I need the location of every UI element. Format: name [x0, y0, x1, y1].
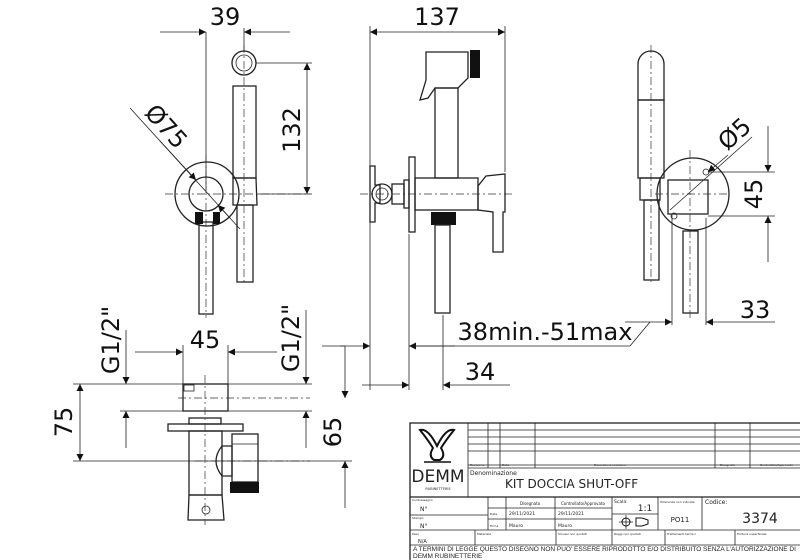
- code-label: Codice:: [705, 499, 727, 506]
- dim-33: 33: [740, 296, 771, 324]
- checked-date: 29/11/2021: [558, 511, 584, 517]
- thread-left: G1/2": [97, 306, 125, 374]
- dim-132: 132: [278, 107, 306, 153]
- finish-label: Finitura superficiale: [737, 532, 767, 536]
- mass-label: Peso: [412, 532, 419, 536]
- date: Data: [502, 463, 509, 467]
- signature-label: Firma: [490, 524, 498, 528]
- date-label: Data: [490, 512, 497, 516]
- bottom-view: [73, 310, 352, 525]
- scale-label: Scala:: [614, 499, 628, 505]
- dim-39: 39: [210, 3, 241, 31]
- dim-diameter-5: Ø5: [713, 112, 757, 156]
- brand: DEMM: [411, 467, 464, 487]
- title-block: DEMM RUBINETTERIE Revisione Data Descriz…: [409, 422, 800, 560]
- side-view: [340, 26, 651, 390]
- checked-by: Mauro: [558, 523, 572, 529]
- copyright-notice: A TERMINI DI LEGGE QUESTO DISEGNO NON PU…: [413, 546, 796, 560]
- sheet-label: Contrassegno: [412, 498, 433, 502]
- mass-value: N/A: [418, 539, 427, 545]
- stamp-label: Stampo: [412, 516, 424, 520]
- right-view: [625, 45, 775, 326]
- drawn-label: Disegnato: [520, 501, 541, 506]
- scale-value: 1:1: [638, 504, 652, 514]
- dim-34: 34: [465, 358, 496, 386]
- dim-range: 38min.-51max: [458, 318, 633, 346]
- drawn: Disegnato: [720, 463, 735, 467]
- revision: Revisione: [470, 463, 485, 467]
- treatment-label: Trattamenti termici: [666, 532, 696, 536]
- dim-45-right: 45: [740, 179, 768, 210]
- stamp-value: N°: [420, 523, 428, 530]
- demm-logo: DEMM RUBINETTERIE: [411, 428, 465, 491]
- checked-label: Controllato/Approvato: [561, 501, 606, 506]
- dim-45-bottom: 45: [190, 326, 221, 354]
- brand-sub: RUBINETTERIE: [425, 487, 450, 491]
- tolerance-label: Tolleranze non indicate: [659, 500, 695, 504]
- dim-65: 65: [319, 417, 347, 448]
- drawing-code: 3374: [742, 511, 778, 527]
- radii-label: Raggi non quotati: [614, 532, 641, 536]
- dim-137: 137: [414, 3, 460, 31]
- tolerance-value: PO11: [671, 516, 690, 524]
- drawing-title: KIT DOCCIA SHUT-OFF: [505, 477, 638, 491]
- description: Descrizione revisione: [594, 463, 626, 467]
- edges-label: Smussi non quotati: [558, 532, 587, 536]
- drawn-date: 29/11/2021: [509, 511, 535, 517]
- checked: Controllato/Approvato: [760, 463, 793, 467]
- denomination-label: Denominazione: [470, 470, 517, 477]
- dim-75: 75: [50, 407, 78, 438]
- projection-symbol-icon: [619, 515, 649, 529]
- drawn-by: Mauro: [509, 523, 523, 529]
- sheet-value: N°: [420, 506, 428, 513]
- front-view: [129, 28, 312, 318]
- thread-right: G1/2": [277, 304, 305, 372]
- material-label: Materiale: [477, 532, 491, 536]
